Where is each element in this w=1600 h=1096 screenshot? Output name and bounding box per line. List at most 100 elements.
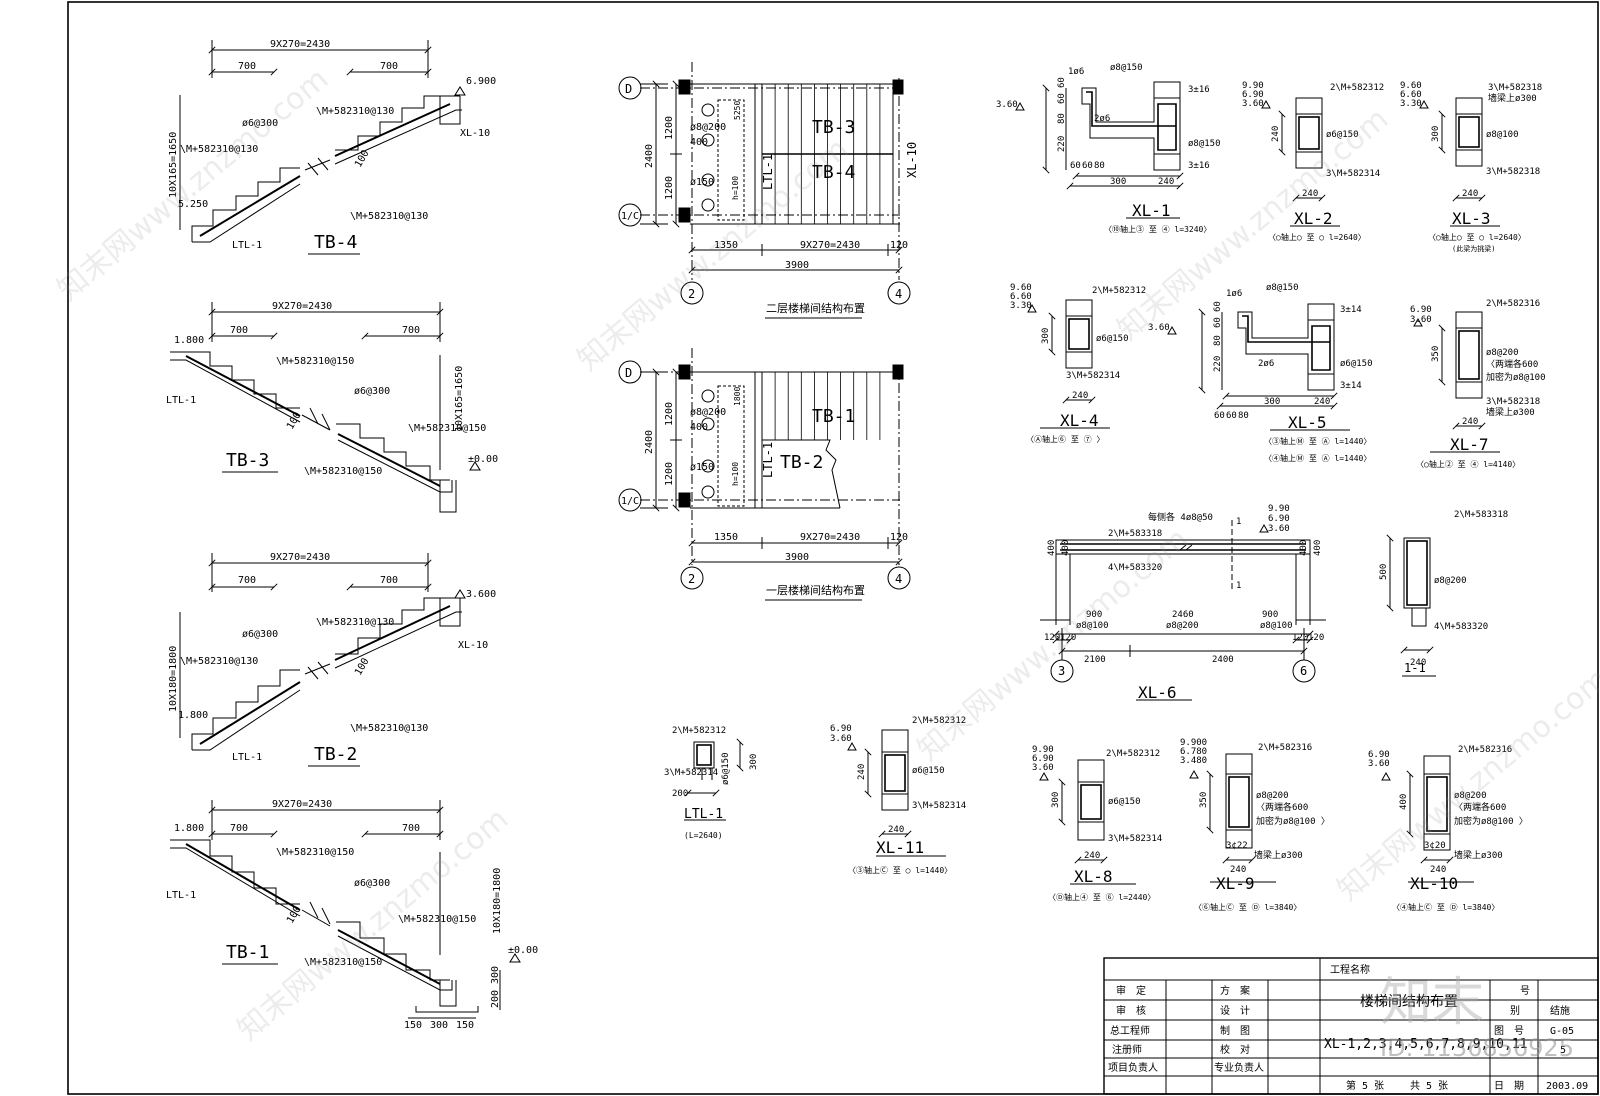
plan1-note-b: 400 [690,422,708,433]
xl6-cut-top: 1 [1236,517,1241,527]
xl9-note2: 加密为ø8@100 〉 [1256,815,1330,827]
tb1-rebar-bot: \M+582310@150 [304,957,382,968]
xl8-w: 240 [1084,851,1100,861]
sec11-bot: 4\M+583320 [1434,622,1488,632]
tb3-top-dim: 9X270=2430 [272,301,332,312]
tb-fig-value: G-05 [1550,1026,1574,1037]
tb-cat-label: 别 [1510,1005,1520,1017]
xl7-elev-1: 6.90 [1410,305,1432,315]
xl1-stir: ø8@150 [1110,63,1143,73]
plan1-axis-2: 2 [688,572,695,586]
tb1-rebar-top: \M+582310@150 [276,847,354,858]
tb2-thick: 100 [353,656,372,677]
plan1-note-c: ø150 [690,462,714,473]
xl10-note1: 〈两端各600 [1454,801,1506,813]
xl7-loc: 〈◯轴上② 至 ④ l=4140〉 [1416,459,1520,469]
xl10-loc: 〈④轴上Ⓒ 至 Ⓓ l=3840〉 [1392,902,1499,912]
sec11-w: 240 [1410,658,1426,668]
xl8-name: XL-8 [1074,867,1113,886]
title-block [1103,957,1599,1095]
plan-second-floor [618,62,911,319]
tb2-label: TB-2 [314,744,357,765]
xl3-stir: ø8@100 [1486,130,1519,140]
section-1-1 [1386,534,1436,677]
xl6-axis-l: 3 [1058,664,1065,678]
xl5-stir2: ø6@150 [1340,359,1373,369]
plan2-dim-120: 120 [890,240,908,251]
xl5-loc1: 〈③轴上Ⓜ 至 Ⓐ l=1440〉 [1264,436,1371,446]
xl4-loc: 〈Ⓐ轴上⑥ 至 ⑦ 〉 [1026,434,1104,444]
tb1-found-w3: 150 [456,1020,474,1031]
plan-first-floor [618,348,911,601]
xl10-elev-1: 6.90 [1368,750,1390,760]
xl4-w: 240 [1072,391,1088,401]
beam-xl2 [1261,97,1340,227]
xl5-bd60a: 60 [1214,411,1225,421]
xl9-top: 2\M+582316 [1258,743,1312,753]
xl8-elev-2: 6.90 [1032,754,1054,764]
xl6-d120d: 120 [1308,633,1324,643]
tb3-dim-left: 700 [230,325,248,336]
tb1-found-h1: 200 [490,990,501,1008]
xl3-h: 300 [1431,126,1441,142]
xl11-loc: 〈③轴上Ⓒ 至 ◯ l=1440〉 [848,865,952,875]
xl1-d300: 300 [1110,177,1126,187]
xl10-bot: 3¢20 [1424,841,1446,851]
tb3-rebar-top: \M+582310@150 [276,356,354,367]
xl8-bot: 3\M+582314 [1108,834,1162,844]
xl9-bot: 3¢22 [1226,841,1248,851]
xl5-top: 1ø6 [1226,289,1242,299]
tb2-elev-bot: 1.800 [178,710,208,721]
xl6-top-note: 每侧各 4ø8@50 [1148,511,1213,523]
tb4-dim-right: 700 [380,61,398,72]
tb1-found-w2: 300 [430,1020,448,1031]
tb2-dim-right: 700 [380,575,398,586]
tb2-vert-dim: 10X180=1800 [168,646,179,712]
beam-xl6 [1040,520,1326,701]
beam-xl3 [1419,97,1500,227]
tb-date-label: 日 期 [1494,1080,1524,1092]
xl10-top: 2\M+582316 [1458,745,1512,755]
xl7-h: 350 [1431,346,1441,362]
tb3-rebar-bot: \M+582310@150 [304,466,382,477]
tb1-vert-dim: 10X180=1800 [492,868,503,934]
tb2-rebar-bot: \M+582310@130 [350,723,428,734]
tb-r5a: 项目负责人 [1108,1061,1158,1074]
xl3-elev-1: 9.60 [1400,81,1422,91]
xl5-r1: 3±14 [1340,305,1362,315]
xl2-bot: 3\M+582314 [1326,169,1380,179]
beam-xl1 [1015,81,1184,219]
xl5-loc2: 〈④轴上Ⓜ 至 Ⓐ l=1440〉 [1264,453,1371,463]
xl2-loc: 〈◯轴上◯ 至 ◯ l=2640〉 [1268,232,1366,242]
xl1-ld220: 220 [1057,136,1067,152]
tb-r2a: 审 核 [1116,1004,1146,1017]
xl10-labels: 6.90 3.60 2\M+582316 ø8@200 〈两端各600 加密为ø… [1368,745,1528,912]
ltl1-loc: (L=2640) [684,831,723,840]
stair-section-tb2 [179,553,466,751]
tb3-label: TB-3 [226,450,269,471]
xl6-name: XL-6 [1138,683,1177,702]
xl1-labels: 3.60 1ø6 ø8@150 3±16 3±16 2ø6 ø8@150 300… [996,63,1221,234]
xl1-ld60a: 60 [1057,77,1067,88]
xl7-name: XL-7 [1450,435,1489,454]
tb1-label: TB-1 [226,942,269,963]
plan2-note-b: 400 [690,137,708,148]
beam-xl9 [1189,753,1276,883]
plan2-axis-4: 4 [895,287,902,301]
plan2-dim-1200a: 1200 [664,116,675,140]
xl1-r1: 3±16 [1188,85,1210,95]
sec11-top: 2\M+583318 [1454,510,1508,520]
xl2-stir: ø6@150 [1326,130,1359,140]
plan2-note-a: ø8@200 [690,122,726,133]
ltl1-name: LTL-1 [684,807,723,822]
xl3-loc: 〈◯轴上◯ 至 ◯ l=2640〉 [1428,232,1526,242]
xl6-d120b: 120 [1060,633,1076,643]
xl2-labels: 9.90 6.90 3.60 2\M+582312 ø6@150 3\M+582… [1242,81,1384,242]
xl11-bot: 3\M+582314 [912,801,966,811]
xl6-cut-bot: 1 [1236,581,1241,591]
xl1-ld80: 80 [1057,113,1067,124]
tb-fig-label: 图 号 [1494,1025,1524,1037]
xl4-h: 300 [1041,328,1051,344]
xl4-labels: 9.60 6.60 3.30 2\M+582312 ø6@150 3\M+582… [1010,283,1146,444]
